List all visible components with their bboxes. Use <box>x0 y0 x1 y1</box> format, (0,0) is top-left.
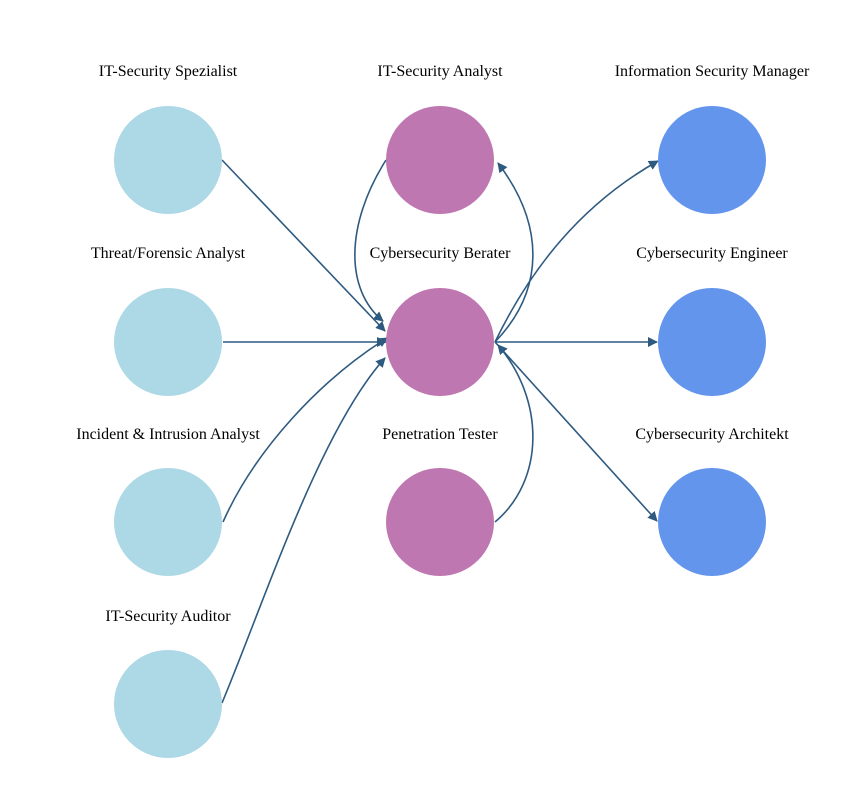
node-label: IT-Security Analyst <box>377 63 503 80</box>
edge-berater-to-manager <box>494 160 659 343</box>
node-label: Cybersecurity Architekt <box>635 426 789 443</box>
node-cybersecurity-architekt[interactable]: Cybersecurity Architekt <box>635 426 789 576</box>
node-threat-forensic-analyst[interactable]: Threat/Forensic Analyst <box>91 245 246 396</box>
edge-incident-to-berater <box>222 337 388 523</box>
node-cybersecurity-berater[interactable]: Cybersecurity Berater <box>370 245 512 396</box>
edge-berater-to-architekt <box>494 341 658 522</box>
node-incident-intrusion-analyst[interactable]: Incident & Intrusion Analyst <box>76 426 260 576</box>
node-label: IT-Security Spezialist <box>99 63 238 80</box>
edge-berater-to-analyst <box>494 162 534 343</box>
node-cybersecurity-engineer[interactable]: Cybersecurity Engineer <box>636 245 788 396</box>
node-circle <box>658 468 766 576</box>
node-label: Incident & Intrusion Analyst <box>76 426 260 443</box>
node-circle <box>386 468 494 576</box>
nodes-layer: IT-Security Spezialist Threat/Forensic A… <box>76 63 810 758</box>
node-label: Penetration Tester <box>382 426 498 443</box>
node-it-security-analyst[interactable]: IT-Security Analyst <box>377 63 503 214</box>
node-it-security-auditor[interactable]: IT-Security Auditor <box>105 608 231 758</box>
edge-spezialist-to-berater <box>221 159 386 332</box>
node-it-security-spezialist[interactable]: IT-Security Spezialist <box>99 63 238 214</box>
node-label: Threat/Forensic Analyst <box>91 245 246 262</box>
edge-pentester-to-berater <box>494 344 534 523</box>
edge-auditor-to-berater <box>221 357 386 704</box>
node-information-security-manager[interactable]: Information Security Manager <box>615 63 810 214</box>
node-circle <box>114 288 222 396</box>
node-label: IT-Security Auditor <box>105 608 231 625</box>
node-penetration-tester[interactable]: Penetration Tester <box>382 426 498 576</box>
edge-analyst-to-berater <box>354 159 387 322</box>
node-label: Cybersecurity Engineer <box>636 245 788 262</box>
node-circle <box>658 288 766 396</box>
node-circle <box>386 288 494 396</box>
node-circle <box>386 106 494 214</box>
node-circle <box>658 106 766 214</box>
node-label: Information Security Manager <box>615 63 810 80</box>
edges-layer <box>221 159 659 704</box>
node-circle <box>114 650 222 758</box>
node-circle <box>114 468 222 576</box>
node-label: Cybersecurity Berater <box>370 245 512 262</box>
node-circle <box>114 106 222 214</box>
